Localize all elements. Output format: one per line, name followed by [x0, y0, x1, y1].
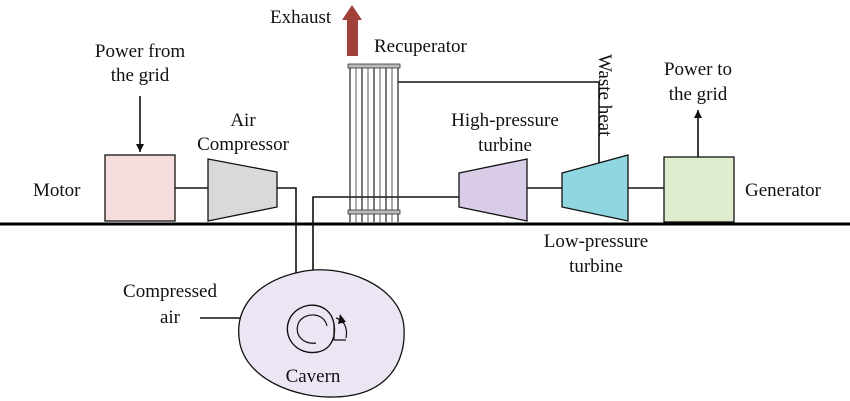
pipe-compressor-to-cavern [277, 187, 297, 298]
label-compressed-air-2: air [160, 307, 181, 328]
hp-turbine-shape [458, 158, 528, 222]
generator-box [663, 156, 735, 223]
pipe-cavern-to-hp-turbine [312, 196, 459, 298]
label-lp-turbine-1: Low-pressure [544, 231, 648, 252]
label-power-from-grid-2: the grid [111, 65, 170, 86]
label-hp-turbine-1: High-pressure [451, 110, 559, 131]
label-hp-turbine-2: turbine [478, 135, 532, 156]
air-compressor-shape [207, 158, 278, 222]
label-recuperator: Recuperator [374, 36, 468, 57]
recuperator-header [347, 209, 401, 215]
label-motor: Motor [33, 180, 81, 201]
label-compressed-air-1: Compressed [123, 281, 217, 302]
label-exhaust: Exhaust [270, 7, 332, 28]
label-waste-heat: Waste heat [594, 54, 615, 137]
cavern-shape [238, 269, 405, 398]
pipe-waste-heat [398, 81, 600, 167]
label-lp-turbine-2: turbine [569, 256, 623, 277]
label-air-compressor-2: Compressor [197, 134, 290, 155]
cavern-swirl-icon [286, 304, 348, 354]
label-power-to-grid-2: the grid [669, 84, 728, 105]
label-generator: Generator [745, 180, 822, 201]
label-air-compressor-1: Air [230, 110, 256, 131]
recuperator-header [347, 63, 401, 69]
exhaust-arrow [342, 5, 362, 56]
label-cavern: Cavern [286, 366, 341, 387]
motor-box [104, 154, 176, 222]
label-power-to-grid-1: Power to [664, 59, 732, 80]
lp-turbine-shape [561, 154, 629, 222]
label-power-from-grid-1: Power from [95, 41, 185, 62]
recuperator-tubes [347, 63, 401, 222]
